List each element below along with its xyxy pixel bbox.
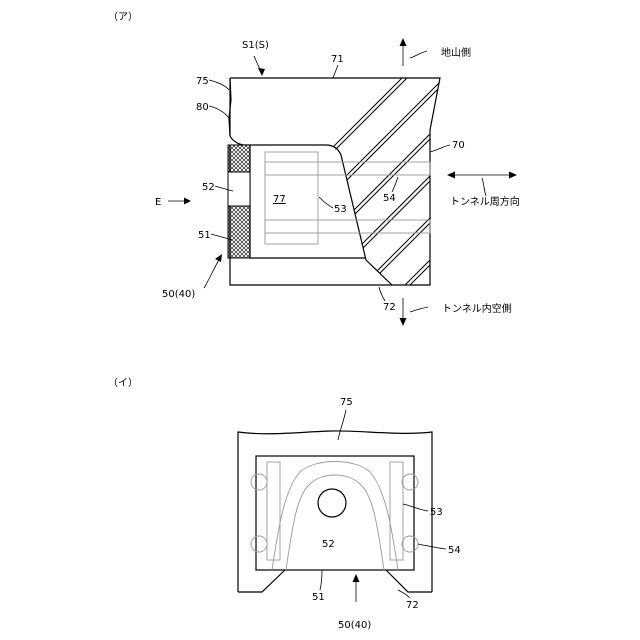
leader-80 [209, 106, 229, 118]
hatch-line [516, 60, 640, 300]
inner-side-label: トンネル内空側 [442, 302, 512, 315]
hatch-line [479, 60, 640, 300]
label-80: 80 [196, 102, 209, 113]
label-50: 50(40) [162, 289, 195, 300]
label-b-53: 53 [430, 507, 443, 518]
leader-b-51 [320, 570, 322, 590]
label-72: 72 [383, 302, 396, 313]
leader-70 [430, 145, 450, 152]
rib-72-right [386, 570, 432, 592]
member-53-right [390, 462, 403, 560]
packing-51 [272, 462, 398, 571]
leader-b-72 [398, 590, 410, 598]
packing-lower [228, 206, 250, 258]
hatch-line [432, 60, 640, 300]
rib-72-left [238, 570, 285, 592]
bolt-54-left-bottom [251, 536, 267, 552]
member-53-left [267, 462, 280, 560]
leader-ground-side [410, 51, 427, 58]
label-b-72: 72 [406, 600, 419, 611]
label-70: 70 [452, 140, 465, 151]
panel-a-caption: （ア） [108, 11, 138, 23]
panel-b-caption: （イ） [108, 377, 138, 389]
leader-b-75 [338, 410, 346, 440]
leader-53 [319, 197, 333, 208]
circumferential-label: トンネル周方向 [450, 195, 520, 208]
arrow-s1-head [258, 68, 265, 76]
arrow-b-50-head [353, 574, 360, 582]
leader-54 [392, 177, 398, 192]
member-54-lower [265, 220, 430, 233]
panel-a: （ア） S1(S) 71 75 80 70 52 [108, 11, 640, 326]
inner-face [230, 145, 392, 285]
label-51: 51 [198, 230, 211, 241]
leader-circumferential [482, 178, 486, 196]
packing-upper [228, 145, 250, 172]
label-54: 54 [383, 193, 396, 204]
leader-72 [379, 287, 385, 301]
label-b-54: 54 [448, 545, 461, 556]
hatch-line [474, 60, 640, 300]
label-75: 75 [196, 76, 209, 87]
arrow-circ-head-right [509, 172, 517, 179]
hole-52 [318, 489, 346, 517]
label-b-75: 75 [340, 397, 353, 408]
arrow-50 [204, 258, 220, 288]
label-b-51: 51 [312, 592, 325, 603]
arrow-circ-head-left [447, 172, 455, 179]
packing-gap-52 [228, 172, 250, 206]
arrow-ground-side-head [400, 38, 407, 46]
label-b-50: 50(40) [338, 620, 371, 631]
bolt-54-right-bottom [402, 536, 418, 552]
label-52: 52 [202, 182, 215, 193]
arrow-e-head [184, 198, 191, 205]
embedded-member [265, 152, 430, 244]
label-71: 71 [331, 54, 344, 65]
ground-side-label: 地山側 [441, 46, 471, 59]
label-77: 77 [273, 194, 286, 205]
panel-b: （イ） 75 53 54 52 51 50(40) [108, 377, 461, 631]
bolt-54-left-top [251, 474, 267, 490]
leader-b-53 [403, 504, 428, 511]
segment-outline [230, 78, 440, 285]
leader-inner-side [410, 307, 428, 312]
label-53: 53 [334, 204, 347, 215]
bolt-54-right-top [402, 474, 418, 490]
label-s1: S1(S) [242, 40, 269, 51]
hatch-line [437, 60, 640, 300]
leader-71 [333, 65, 338, 78]
leader-75 [209, 80, 229, 90]
segment-left-edge [229, 78, 231, 136]
label-e: E [155, 197, 161, 208]
hatch-line [521, 60, 640, 300]
label-b-52: 52 [322, 539, 335, 550]
arrow-inner-side-head [400, 318, 407, 326]
